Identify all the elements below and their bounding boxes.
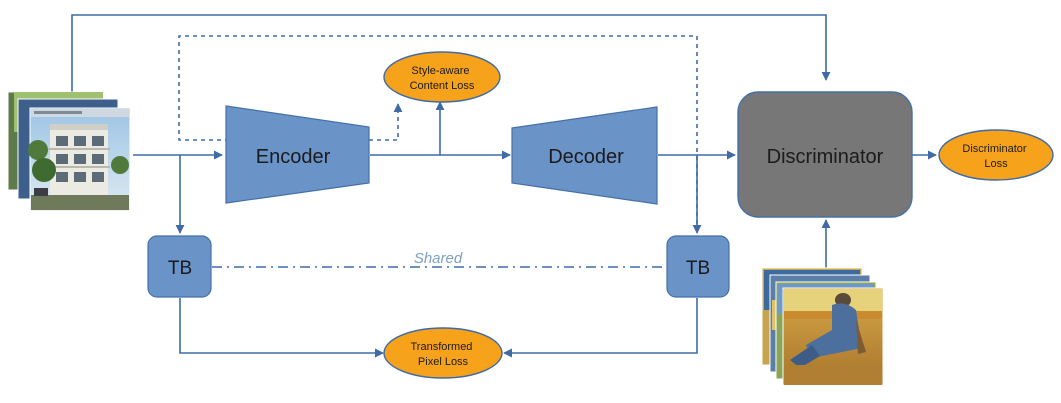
disc-loss-line-2: Loss [984,158,1008,170]
style-aware-content-loss: Style-aware Content Loss [383,51,501,103]
decoder-label: Decoder [548,146,624,168]
encoder-block: Encoder [225,105,370,204]
style-loss-line-2: Content Loss [410,80,475,92]
photo-stack-icon [7,91,131,212]
svg-text:Style-aware Content Loss: Style-aware Content Loss [410,65,475,92]
edge-dashed-style-loop [178,35,698,232]
svg-text:Transformed Pixel Loss: Transformed Pixel Loss [410,341,475,368]
style-loss-line-1: Style-aware [411,65,469,77]
svg-text:Discriminator Loss: Discriminator Loss [962,143,1029,170]
tb-left-label: TB [168,258,192,279]
tb-left-block: TB [147,235,212,298]
discriminator-block: Discriminator [737,91,913,218]
decoder-block: Decoder [511,106,658,205]
encoder-label: Encoder [256,146,331,168]
disc-loss-line-1: Discriminator [962,143,1027,155]
shared-label: Shared [414,250,463,267]
edge-tb-left-to-pixel-loss [179,298,384,358]
edge-input-to-discriminator [71,14,831,92]
pixel-loss-line-2: Pixel Loss [418,356,469,368]
tb-right-label: TB [686,258,710,279]
painting-stack-icon [761,267,884,386]
tb-right-block: TB [666,235,730,298]
pixel-loss-line-1: Transformed [410,341,472,353]
discriminator-loss: Discriminator Loss [938,129,1054,181]
transformed-pixel-loss: Transformed Pixel Loss [383,327,503,379]
connectors [71,14,937,358]
discriminator-label: Discriminator [767,146,884,168]
edge-tb-right-to-pixel-loss [503,298,698,358]
